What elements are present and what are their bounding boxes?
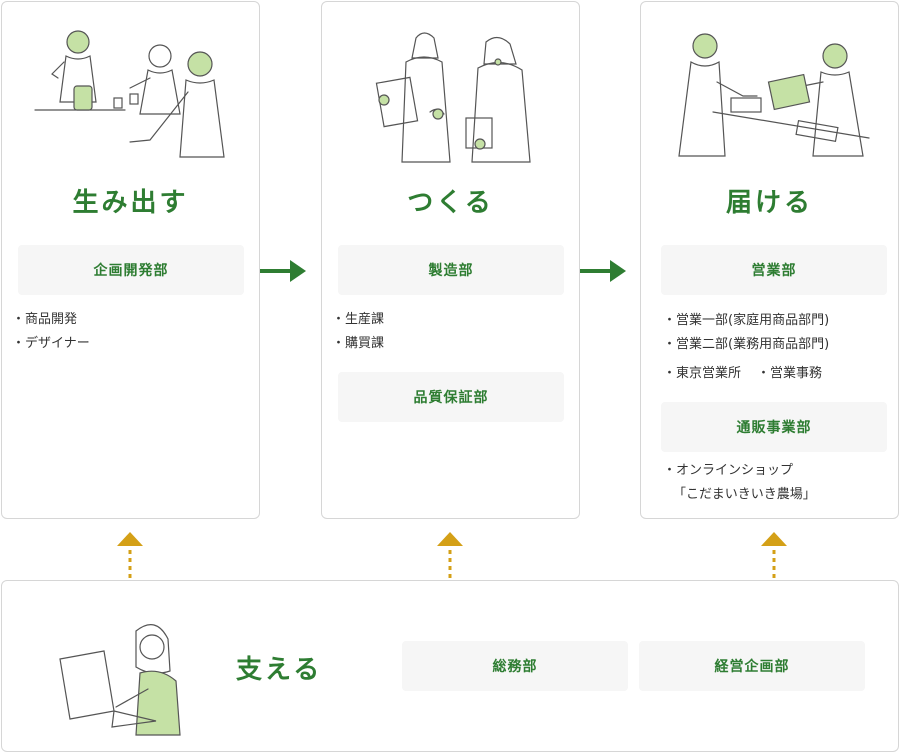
column-title-make: つくる <box>407 188 494 218</box>
manufacturing-items-list: 生産課 購買課 <box>332 308 384 356</box>
dept-mail-order: 通販事業部 <box>661 402 887 452</box>
flow-arrow-right-icon <box>580 260 626 282</box>
list-item: 営業事務 <box>757 362 822 386</box>
support-title: 支える <box>236 655 323 685</box>
dept-general-affairs: 総務部 <box>402 641 628 691</box>
support-card: 支える 総務部 経営企画部 <box>1 580 899 752</box>
list-item: デザイナー <box>12 332 90 356</box>
list-item: 購買課 <box>332 332 384 356</box>
list-item: 生産課 <box>332 308 384 332</box>
support-arrow-up-icon <box>117 532 143 580</box>
list-item: 「こだまいきいき農場」 <box>673 487 816 502</box>
dept-planning-development: 企画開発部 <box>18 245 244 295</box>
dept-corporate-planning: 経営企画部 <box>639 641 865 691</box>
column-make-card: つくる 製造部 生産課 購買課 品質保証部 <box>321 1 580 519</box>
support-arrow-up-icon <box>761 532 787 580</box>
support-arrow-up-icon <box>437 532 463 580</box>
dept-quality-assurance: 品質保証部 <box>338 372 564 422</box>
list-item: ・オンラインショップ <box>663 463 794 478</box>
column-title-create: 生み出す <box>72 188 189 218</box>
column-title-deliver: 届ける <box>725 188 813 218</box>
office-worker-illustration <box>59 624 181 736</box>
production-staff-illustration <box>375 32 531 163</box>
sales-meeting-illustration <box>678 33 870 157</box>
list-item: 東京営業所 <box>663 362 741 386</box>
list-item: 営業二部(業務用商品部門) <box>663 333 829 357</box>
column-create-card: 生み出す 企画開発部 商品開発 デザイナー <box>1 1 260 519</box>
dept-manufacturing: 製造部 <box>338 245 564 295</box>
list-item: 営業一部(家庭用商品部門) <box>663 309 829 333</box>
planning-items-list: 商品開発 デザイナー <box>12 308 90 356</box>
mail-order-items-list: ・オンラインショップ 「こだまいきいき農場」 <box>663 459 816 507</box>
sales-offices-list: 東京営業所 営業事務 <box>663 362 822 386</box>
dept-sales: 営業部 <box>661 245 887 295</box>
column-deliver-card: 届ける 営業部 営業一部(家庭用商品部門) 営業二部(業務用商品部門) 東京営業… <box>640 1 899 519</box>
sales-items-list: 営業一部(家庭用商品部門) 営業二部(業務用商品部門) <box>663 309 829 357</box>
list-item: 商品開発 <box>12 308 90 332</box>
planning-team-illustration <box>34 30 225 158</box>
flow-arrow-right-icon <box>260 260 306 282</box>
